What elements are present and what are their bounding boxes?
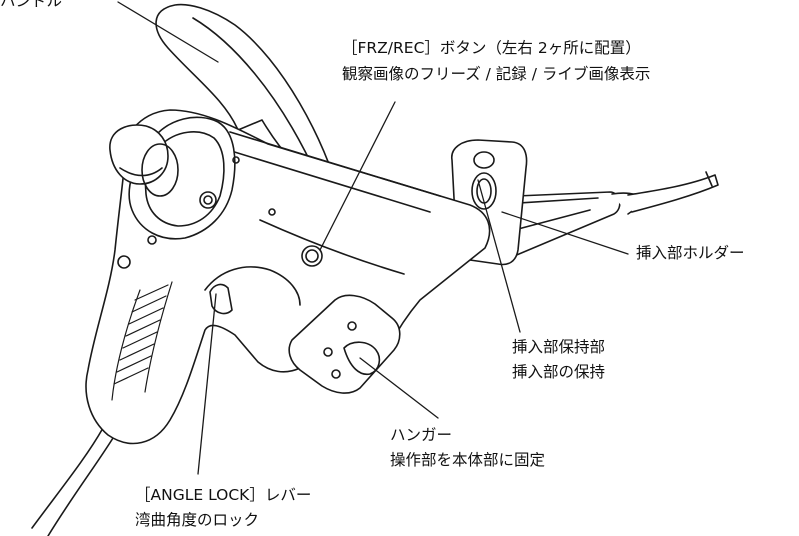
label-hanger-line1: ハンガー: [390, 426, 453, 444]
label-insertion-retainer-line1: 挿入部保持部: [512, 338, 606, 356]
label-top-left: ハンドル: [0, 0, 63, 10]
label-angle-lock-line1: ［ANGLE LOCK］レバー: [135, 486, 312, 504]
leader-lines: [117, 1, 629, 475]
frz-rec-button-illustration: [301, 245, 323, 267]
label-insertion-retainer-line2: 挿入部の保持: [512, 363, 606, 381]
label-insertion-holder: 挿入部ホルダー: [636, 244, 745, 262]
bottom-cable: [47, 429, 119, 536]
label-frz-rec-line1: ［FRZ/REC］ボタン（左右 2ヶ所に配置）: [342, 39, 641, 57]
grip-texture: [111, 281, 173, 401]
label-frz-rec-line2: 観察画像のフリーズ / 記録 / ライブ画像表示: [342, 65, 651, 83]
label-angle-lock-line2: 湾曲角度のロック: [135, 511, 260, 529]
angle-lock-lever: [209, 283, 233, 315]
joystick-knob: [109, 124, 169, 185]
label-hanger-line2: 操作部を本体部に固定: [390, 451, 546, 469]
